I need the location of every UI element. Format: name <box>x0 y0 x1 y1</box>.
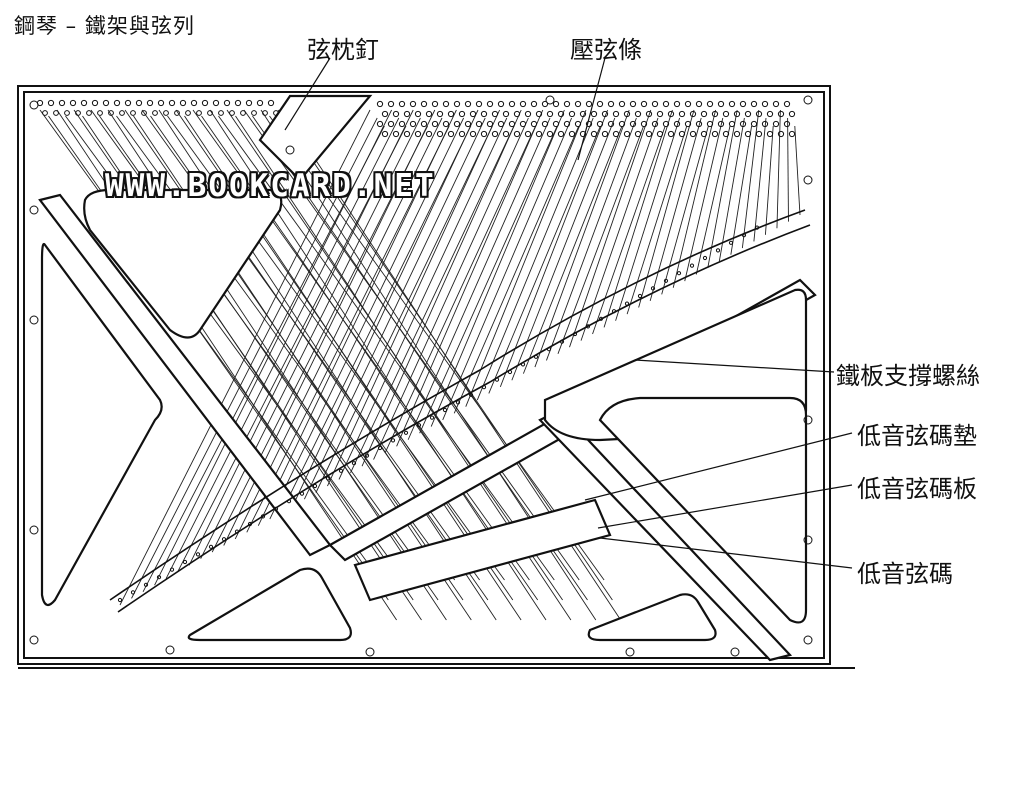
label-bass-bridge-board: 低音弦碼板 <box>857 475 977 503</box>
label-bass-bridge-pad: 低音弦碼墊 <box>857 422 977 450</box>
leader-hitch-pins <box>284 57 331 131</box>
plate-inner-frame <box>23 91 825 659</box>
opening-bottom-right <box>587 593 717 642</box>
opening-upper-left <box>83 188 283 339</box>
diagram-title: 鋼琴 – 鐵架與弦列 <box>14 14 195 38</box>
label-plate-support-screw: 鐵板支撐螺絲 <box>836 362 980 390</box>
callout-leaders <box>284 57 853 569</box>
leader-plate-support-screw <box>634 359 835 373</box>
plate-outer-frame <box>17 85 831 665</box>
label-pressure-bar: 壓弦條 <box>570 36 642 64</box>
opening-bottom-left <box>187 567 352 642</box>
tuning-pins <box>29 95 813 657</box>
strut-upper-divider <box>258 94 373 182</box>
opening-left <box>40 242 163 607</box>
label-hitch-pins: 弦枕釘 <box>307 36 379 64</box>
leader-bass-bridge-pad <box>584 432 853 501</box>
watermark-text: WWW.BOOKCARD.NET <box>105 168 436 204</box>
label-bass-bridge: 低音弦碼 <box>857 560 953 588</box>
leader-bass-bridge-board <box>597 484 853 529</box>
leader-bass-bridge <box>599 537 853 569</box>
leader-pressure-bar <box>577 57 606 161</box>
bass-bridge-board-outline <box>353 498 612 602</box>
treble-bridge <box>109 209 811 613</box>
